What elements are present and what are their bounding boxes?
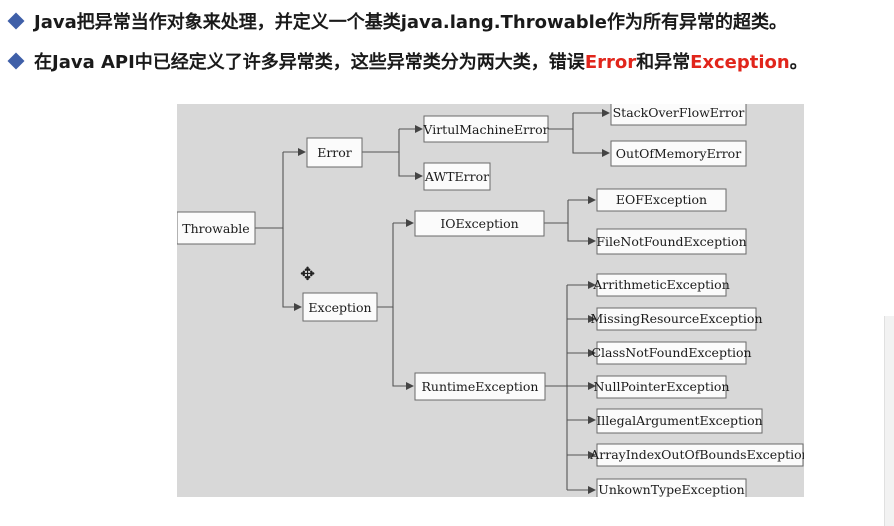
bullet-2-text-pre: 在Java API中已经定义了许多异常类，这些异常类分为两大类，错误 — [34, 52, 585, 73]
exception-hierarchy-diagram: Throwable Error Exception VirtulMachineE… — [177, 104, 804, 497]
connector-error-awt — [398, 152, 423, 180]
bullet-2-error-highlight: Error — [584, 52, 637, 73]
node-unk-label: UnkownTypeException — [598, 482, 744, 497]
node-arithmetic-exception: ArrithmeticException — [592, 273, 730, 297]
connector-exception — [377, 223, 394, 308]
connector-io-fnf — [567, 223, 596, 245]
diagram-svg: Throwable Error Exception VirtulMachineE… — [177, 104, 804, 497]
node-array-index-out-of-bounds-exception: ArrayIndexOutOfBoundsException — [589, 443, 804, 467]
connector-exception-rt — [392, 307, 414, 390]
node-exception: Exception — [302, 292, 378, 322]
bullet-2-text-mid: 和异常 — [636, 52, 691, 73]
bullet-1-text: Java把异常当作对象来处理，并定义一个基类java.lang.Throwabl… — [34, 12, 787, 33]
node-eof-exception: EOFException — [596, 188, 727, 212]
node-awt-label: AWTError — [424, 169, 489, 184]
node-arith-label: ArrithmeticException — [592, 277, 730, 292]
node-runtime-exception: RuntimeException — [414, 372, 546, 401]
connector-throwable-exception — [282, 228, 302, 311]
node-eof-label: EOFException — [616, 192, 707, 207]
node-missing-label: MissingResourceException — [590, 311, 762, 326]
node-vme-label: VirtulMachineError — [422, 122, 548, 137]
bullet-2-text-post: 。 — [789, 52, 808, 73]
bullet-text-2: 在Java API中已经定义了许多异常类，这些异常类分为两大类，错误Error和… — [7, 51, 808, 75]
node-virtual-machine-error: VirtulMachineError — [422, 115, 549, 143]
node-rt-label: RuntimeException — [422, 379, 539, 394]
node-out-of-memory-error: OutOfMemoryError — [610, 140, 747, 167]
node-stack-overflow-error: StackOverFlowError — [610, 104, 747, 126]
node-aioobe-label: ArrayIndexOutOfBoundsException — [589, 447, 804, 462]
node-io-exception: IOException — [414, 210, 545, 237]
node-error-label: Error — [317, 145, 352, 160]
node-so-label: StackOverFlowError — [613, 105, 745, 120]
node-class-not-found-exception: ClassNotFoundException — [591, 341, 752, 365]
bullet-2-exception-highlight: Exception — [690, 52, 790, 73]
node-throwable-label: Throwable — [182, 221, 249, 236]
node-awt-error: AWTError — [423, 162, 491, 191]
node-iae-label: IllegalArgumentException — [596, 413, 762, 428]
bullet-text-1: Java把异常当作对象来处理，并定义一个基类java.lang.Throwabl… — [7, 11, 787, 35]
connectors — [255, 109, 610, 494]
diamond-bullet-icon — [7, 12, 25, 30]
node-illegal-argument-exception: IllegalArgumentException — [596, 408, 763, 434]
node-io-label: IOException — [440, 216, 518, 231]
connector-rt — [545, 285, 568, 490]
node-unknown-type-exception: UnkownTypeException — [596, 478, 747, 497]
connector-error — [362, 129, 400, 153]
node-throwable: Throwable — [177, 211, 256, 245]
node-cnf-label: ClassNotFoundException — [591, 345, 751, 360]
node-npe-label: NullPointerException — [593, 379, 729, 394]
connector-throwable — [255, 152, 284, 229]
diamond-bullet-icon — [7, 52, 25, 70]
node-exception-label: Exception — [308, 300, 371, 315]
side-panel-edge — [884, 316, 894, 526]
node-missing-resource-exception: MissingResourceException — [590, 307, 763, 331]
node-file-not-found-exception: FileNotFoundException — [596, 228, 747, 255]
move-cursor-icon: ✥ — [300, 264, 316, 285]
node-null-pointer-exception: NullPointerException — [593, 375, 730, 399]
node-fnf-label: FileNotFoundException — [596, 234, 746, 249]
node-oom-label: OutOfMemoryError — [616, 146, 741, 161]
node-error: Error — [306, 137, 363, 168]
connector-vme-oom — [572, 129, 610, 157]
connector-vme — [548, 113, 574, 130]
connector-io — [544, 200, 569, 224]
